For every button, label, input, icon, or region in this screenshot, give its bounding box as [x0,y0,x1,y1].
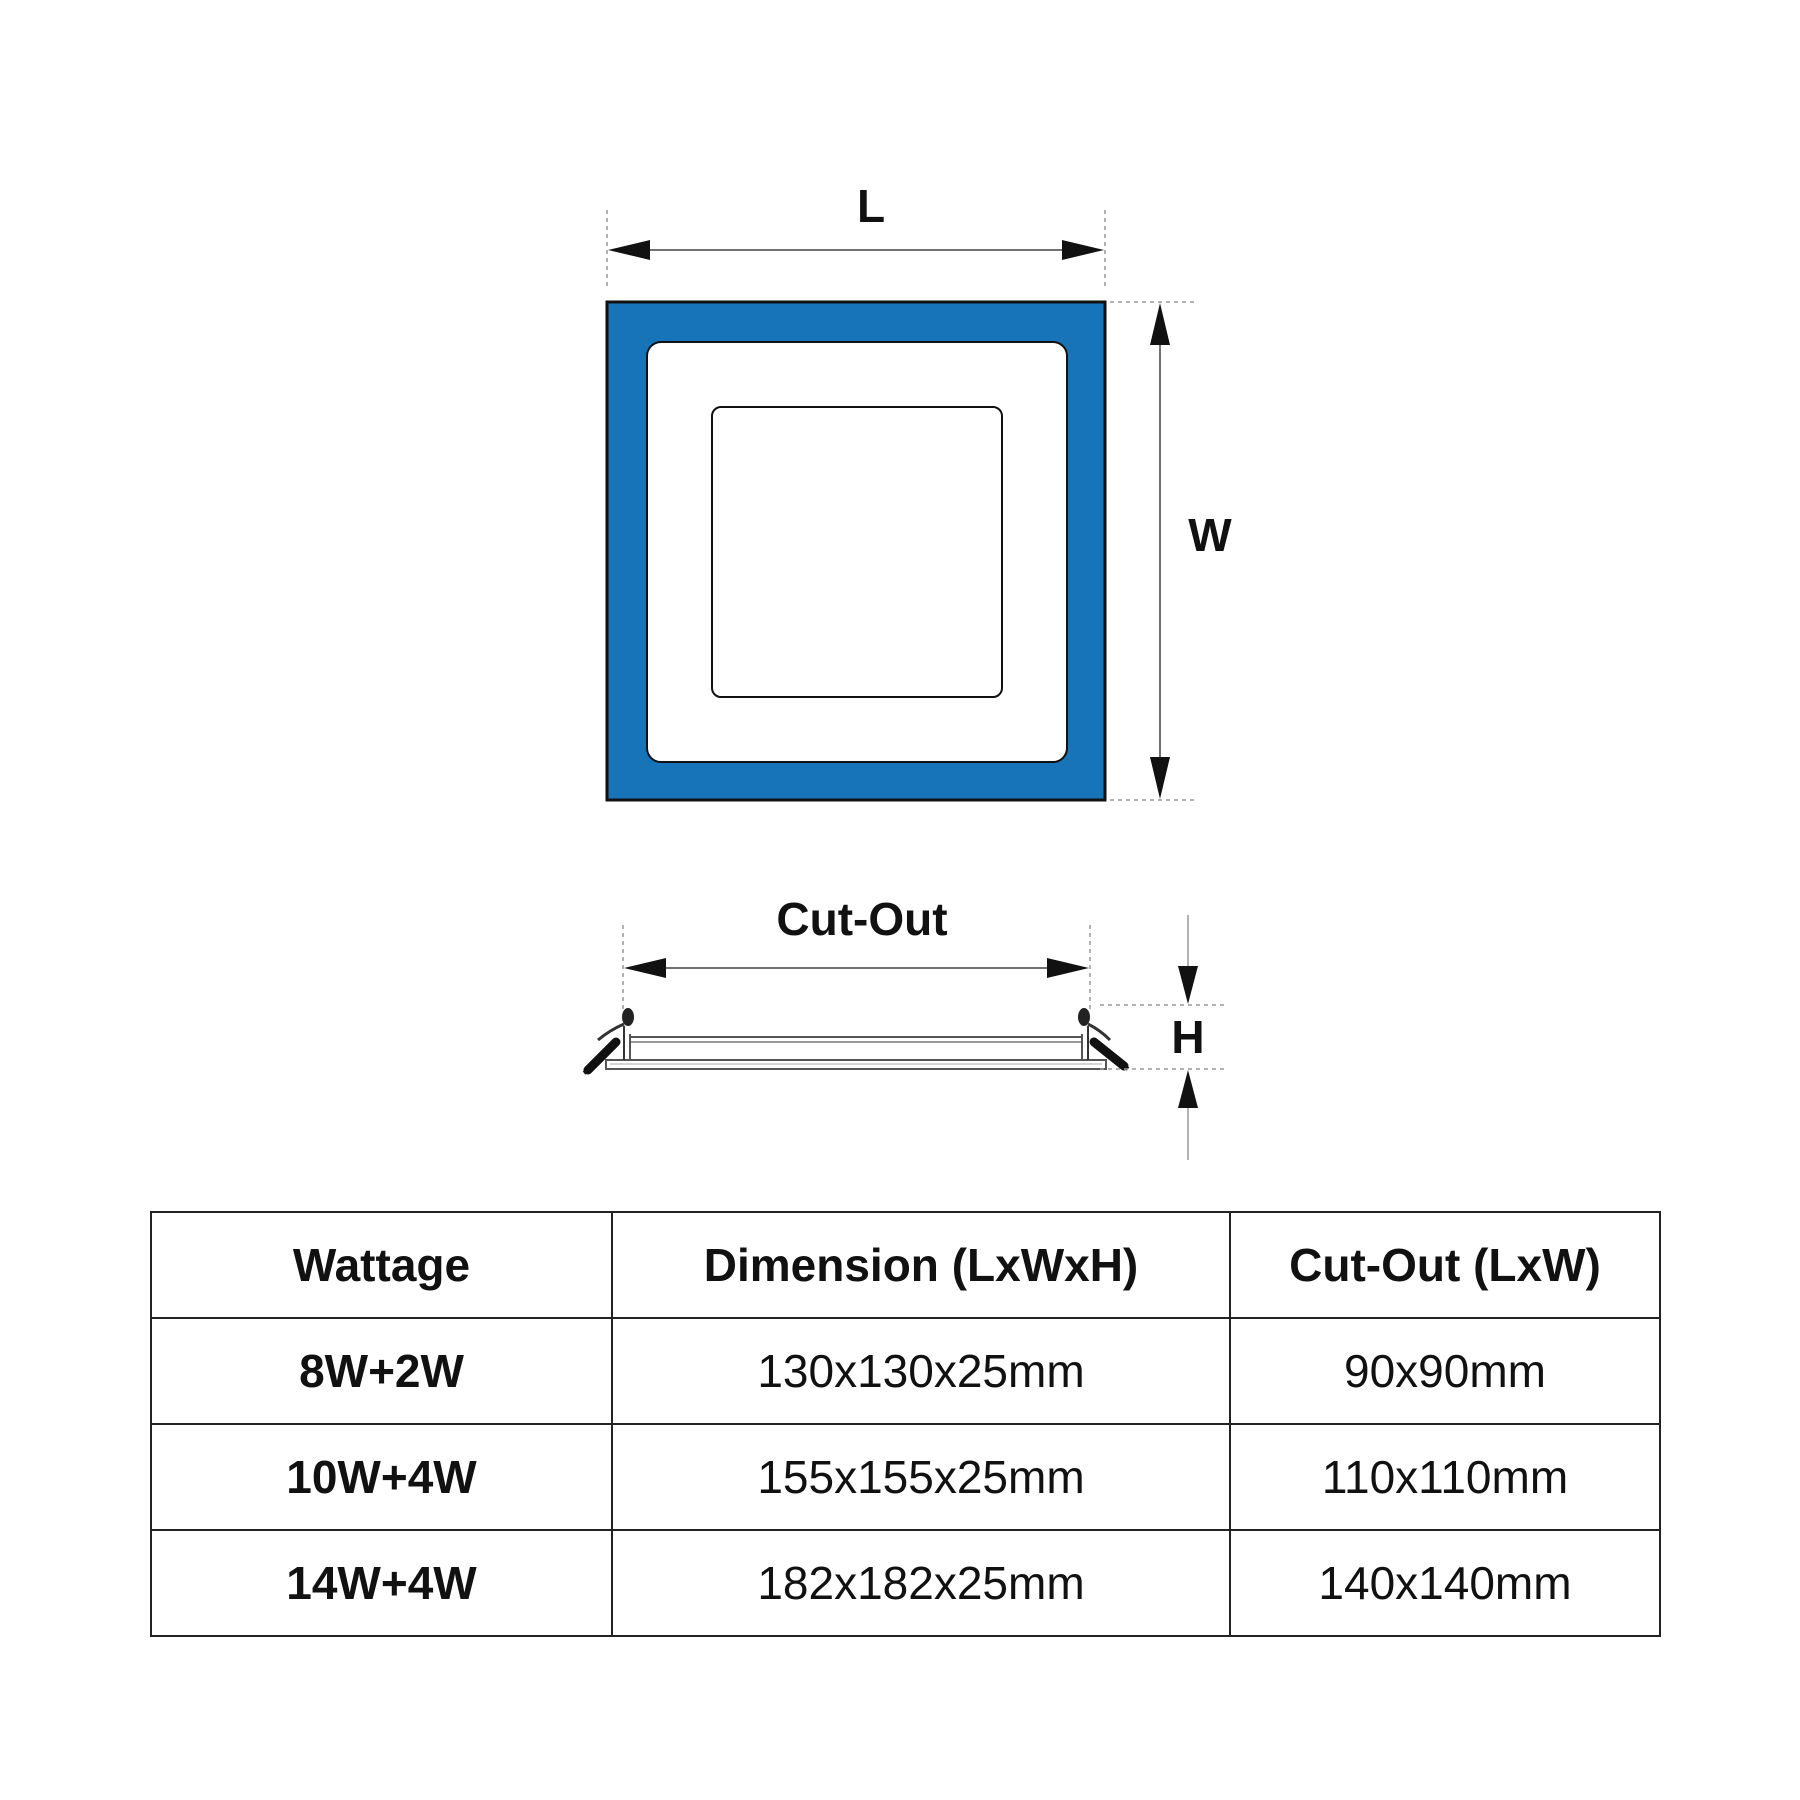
panel-center-light [711,406,1003,698]
dimension-cell: 155x155x25mm [611,1423,1231,1531]
header-wattage: Wattage [150,1211,613,1319]
height-label: H [1171,1011,1204,1063]
cutout-cell: 140x140mm [1229,1529,1661,1637]
header-cutout: Cut-Out (LxW) [1229,1211,1661,1319]
front-view: L W [605,180,1232,802]
wattage-cell: 10W+4W [150,1423,613,1531]
wattage-cell: 8W+2W [150,1317,613,1425]
cutout-dimension-arrow [624,958,1089,978]
right-spring-clip [1078,1008,1130,1071]
side-view: Cut-Out [582,893,1228,1160]
spec-table: Wattage Dimension (LxWxH) Cut-Out (LxW) … [150,1211,1661,1637]
wattage-cell: 14W+4W [150,1529,613,1637]
width-dimension-arrow [1150,303,1170,799]
length-label: L [857,180,885,232]
table-row: 8W+2W 130x130x25mm 90x90mm [150,1317,1661,1425]
dimension-cell: 130x130x25mm [611,1317,1231,1425]
spec-table-header-row: Wattage Dimension (LxWxH) Cut-Out (LxW) [150,1211,1661,1319]
height-dimension-arrow [1178,915,1198,1160]
length-dimension-arrow [608,240,1104,260]
cutout-cell: 90x90mm [1229,1317,1661,1425]
table-row: 10W+4W 155x155x25mm 110x110mm [150,1423,1661,1531]
header-dimension: Dimension (LxWxH) [611,1211,1231,1319]
table-row: 14W+4W 182x182x25mm 140x140mm [150,1529,1661,1637]
cutout-label: Cut-Out [776,893,947,945]
dimension-cell: 182x182x25mm [611,1529,1231,1637]
width-label: W [1188,509,1232,561]
panel-profile [605,1034,1107,1070]
cutout-cell: 110x110mm [1229,1423,1661,1531]
left-spring-clip [582,1008,634,1075]
